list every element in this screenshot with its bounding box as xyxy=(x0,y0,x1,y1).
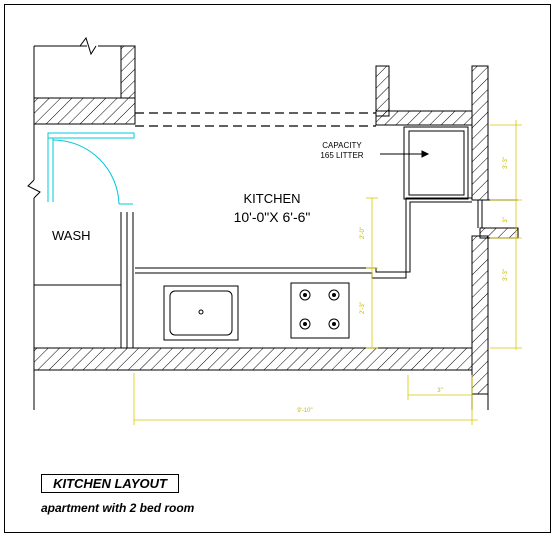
wall-top-right-stub xyxy=(375,65,390,117)
overhead-beam xyxy=(135,112,376,127)
dim-counter-width: 2'-3" xyxy=(360,302,366,314)
dim-wall-gap: 3" xyxy=(503,217,509,222)
kitchen-counter xyxy=(135,197,472,279)
wall-right-lower xyxy=(471,235,489,395)
room-labels: KITCHEN 10'-0"X 6'-6" WASH CAPACITY 165 … xyxy=(52,141,364,243)
dim-overall-length: 9'-10" xyxy=(297,408,312,414)
layout-title: KITCHEN LAYOUT xyxy=(41,474,179,493)
capacity-value: 165 LITTER xyxy=(320,151,363,160)
wall-top-left xyxy=(33,97,136,125)
kitchen-sink xyxy=(163,285,239,341)
layout-subtitle: apartment with 2 bed room xyxy=(41,501,195,515)
break-symbol-top xyxy=(79,36,97,56)
break-symbol-left xyxy=(27,179,41,199)
dim-counter-depth: 2'-0" xyxy=(360,227,366,239)
refrigerator xyxy=(380,126,469,200)
wall-right-upper xyxy=(471,65,489,201)
dim-lower-right: 3'-3" xyxy=(503,269,509,281)
wall-top-right xyxy=(375,110,473,126)
wall-left-upper xyxy=(120,45,136,99)
dim-bottom-small: 3" xyxy=(437,388,442,394)
dimension-labels: 3'-3" 3" 2'-0" 2'-3" 3'-3" 3" 9'-10" xyxy=(297,157,509,414)
walls xyxy=(33,45,519,395)
wall-right-notch xyxy=(479,227,519,239)
capacity-label: CAPACITY xyxy=(322,141,362,150)
dim-fridge-height: 3'-3" xyxy=(503,157,509,169)
dimension-lines xyxy=(133,120,522,425)
cooking-stove xyxy=(290,282,350,339)
kitchen-size: 10'-0"X 6'-6" xyxy=(234,209,311,225)
wall-bottom xyxy=(33,347,473,371)
outline-lines xyxy=(27,36,518,410)
kitchen-title: KITCHEN xyxy=(243,191,300,206)
wash-partition xyxy=(120,212,134,348)
wash-label: WASH xyxy=(52,228,91,243)
wash-door xyxy=(47,132,135,205)
